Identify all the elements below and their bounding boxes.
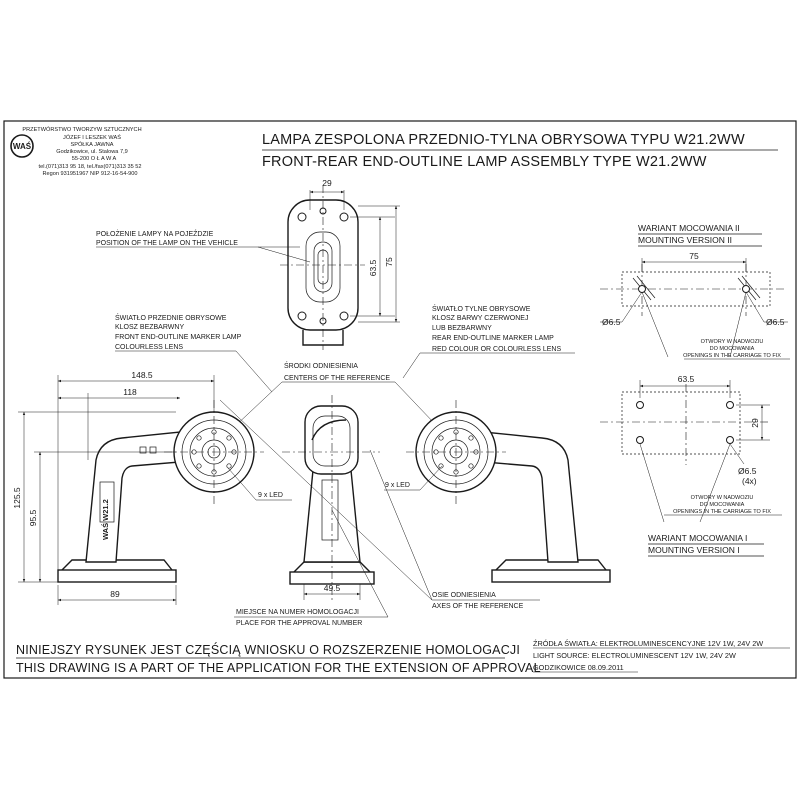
dim-side-h1: 125.5 <box>12 487 22 509</box>
mv1-holes-en: OPENINGS IN THE CARRIAGE TO FIX <box>673 509 771 515</box>
label-position-pl: POŁOŻENIE LAMPY NA POJEŹDZIE <box>96 229 214 238</box>
label-front-pl2: KLOSZ BEZBARWNY <box>115 324 184 331</box>
mv1-dim-height: 29 <box>750 418 760 428</box>
drawing-frame <box>3 120 797 679</box>
label-front-en1: FRONT END-OUTLINE MARKER LAMP <box>115 334 242 341</box>
label-centers-en: CENTERS OF THE REFERENCE <box>284 375 390 382</box>
label-rear-pl1: ŚWIATŁO TYLNE OBRYSOWE <box>432 304 531 313</box>
dim-top-width: 29 <box>322 178 332 188</box>
label-rear-pl2: KLOSZ BARWY CZERWONEJ <box>432 315 528 322</box>
company-line-5: 55-200 O Ł A W A <box>72 156 117 162</box>
label-approval-en: PLACE FOR THE APPROVAL NUMBER <box>236 620 362 627</box>
mv1-dim-width: 63.5 <box>678 374 695 384</box>
mv2-dim-hole-left: Ø6.5 <box>602 317 621 327</box>
mounting-version-2: WARIANT MOCOWANIA II MOUNTING VERSION II… <box>600 223 790 360</box>
company-logo-text: WAŚ <box>13 142 32 151</box>
mv2-dim-width: 75 <box>689 251 699 261</box>
label-approval-pl: MIEJSCE NA NUMER HOMOLOGACJI <box>236 609 359 616</box>
mv2-holes-en: OPENINGS IN THE CARRIAGE TO FIX <box>683 353 781 359</box>
label-axes-pl: OSIE ODNIESIENIA <box>432 592 496 599</box>
footer-place-date: GODZIKOWICE 08.09.2011 <box>533 663 624 672</box>
dim-top-h2: 75 <box>384 257 394 267</box>
company-logo <box>10 134 34 158</box>
mv2-holes-pl2: DO MOCOWANIA <box>710 346 755 352</box>
dim-side-base: 89 <box>110 589 120 599</box>
label-rear-en2: RED COLOUR OR COLOURLESS LENS <box>432 346 561 353</box>
right-side-view <box>384 400 611 583</box>
footer-source-en: LIGHT SOURCE: ELECTROLUMINESCENT 12V 1W,… <box>533 651 736 660</box>
dim-top-h1: 63.5 <box>368 259 378 276</box>
housing-text-left: WAŚ W21.2 <box>101 499 110 540</box>
company-line-1: PRZETWÓRSTWO TWORZYW SZTUCZNYCH <box>22 126 141 133</box>
dim-side-w2: 118 <box>123 387 137 397</box>
company-block: WAŚ PRZETWÓRSTWO TWORZYW SZTUCZNYCH JÓZE… <box>10 126 142 177</box>
left-side-view: WAŚ W21.2 148.5 118 125.5 95.5 <box>12 370 292 605</box>
mv1-holes-pl1: OTWORY W NADWOZIU <box>691 495 754 501</box>
footer-source-pl: ŹRÓDŁA ŚWIATŁA: ELEKTROLUMINESCENCYJNE 1… <box>533 639 763 648</box>
label-position-en: POSITION OF THE LAMP ON THE VEHICLE <box>96 240 238 247</box>
title-english: FRONT-REAR END-OUTLINE LAMP ASSEMBLY TYP… <box>262 154 707 170</box>
dim-front-base: 49.5 <box>324 583 341 593</box>
dim-side-h2: 95.5 <box>28 509 38 526</box>
label-led-right: 9 x LED <box>385 482 410 489</box>
mv1-dim-hole-count: (4x) <box>742 476 757 486</box>
label-front-en2: COLOURLESS LENS <box>115 344 183 351</box>
mv1-dim-hole: Ø6.5 <box>738 466 757 476</box>
label-axes-en: AXES OF THE REFERENCE <box>432 603 524 610</box>
front-view: 49.5 <box>219 395 540 618</box>
company-line-7: Regon 931951967 NIP 912-16-54-900 <box>42 171 137 177</box>
footer-polish: NINIEJSZY RYSUNEK JEST CZĘŚCIĄ WNIOSKU O… <box>16 642 520 657</box>
label-rear-en1: REAR END-OUTLINE MARKER LAMP <box>432 335 554 342</box>
mv1-holes-pl2: DO MOCOWANIA <box>700 502 745 508</box>
mounting-version-1: 63.5 29 Ø6.5 (4x) OTWORY W NADWOZIU DO M… <box>600 374 782 557</box>
label-centers-pl: ŚRODKI ODNIESIENIA <box>284 361 358 370</box>
label-rear-pl3: LUB BEZBARWNY <box>432 325 492 332</box>
top-view: 29 63.5 75 <box>96 178 400 350</box>
mv2-dim-hole-right: Ø6.5 <box>766 317 785 327</box>
mv1-title-pl: WARIANT MOCOWANIA I <box>648 533 747 543</box>
company-line-2: JÓZEF I LESZEK WAŚ <box>63 133 121 141</box>
company-line-3: SPÓŁKA JAWNA <box>70 141 113 148</box>
mv1-title-en: MOUNTING VERSION I <box>648 545 740 555</box>
label-led-left: 9 x LED <box>258 492 283 499</box>
mv2-title-en: MOUNTING VERSION II <box>638 235 732 245</box>
title-polish: LAMPA ZESPOLONA PRZEDNIO-TYLNA OBRYSOWA … <box>262 132 745 148</box>
label-front-pl1: ŚWIATŁO PRZEDNIE OBRYSOWE <box>115 313 227 322</box>
company-line-6: tel.(071)313 95 18, tel./fax(071)313 35 … <box>39 164 142 170</box>
footer-english: THIS DRAWING IS A PART OF THE APPLICATIO… <box>16 661 541 675</box>
dim-side-w1: 148.5 <box>131 370 153 380</box>
company-line-4: Godzikowice, ul. Stalowa 7,9 <box>56 149 128 155</box>
mv2-holes-pl1: OTWORY W NADWOZIU <box>701 339 764 345</box>
mv2-title-pl: WARIANT MOCOWANIA II <box>638 223 740 233</box>
